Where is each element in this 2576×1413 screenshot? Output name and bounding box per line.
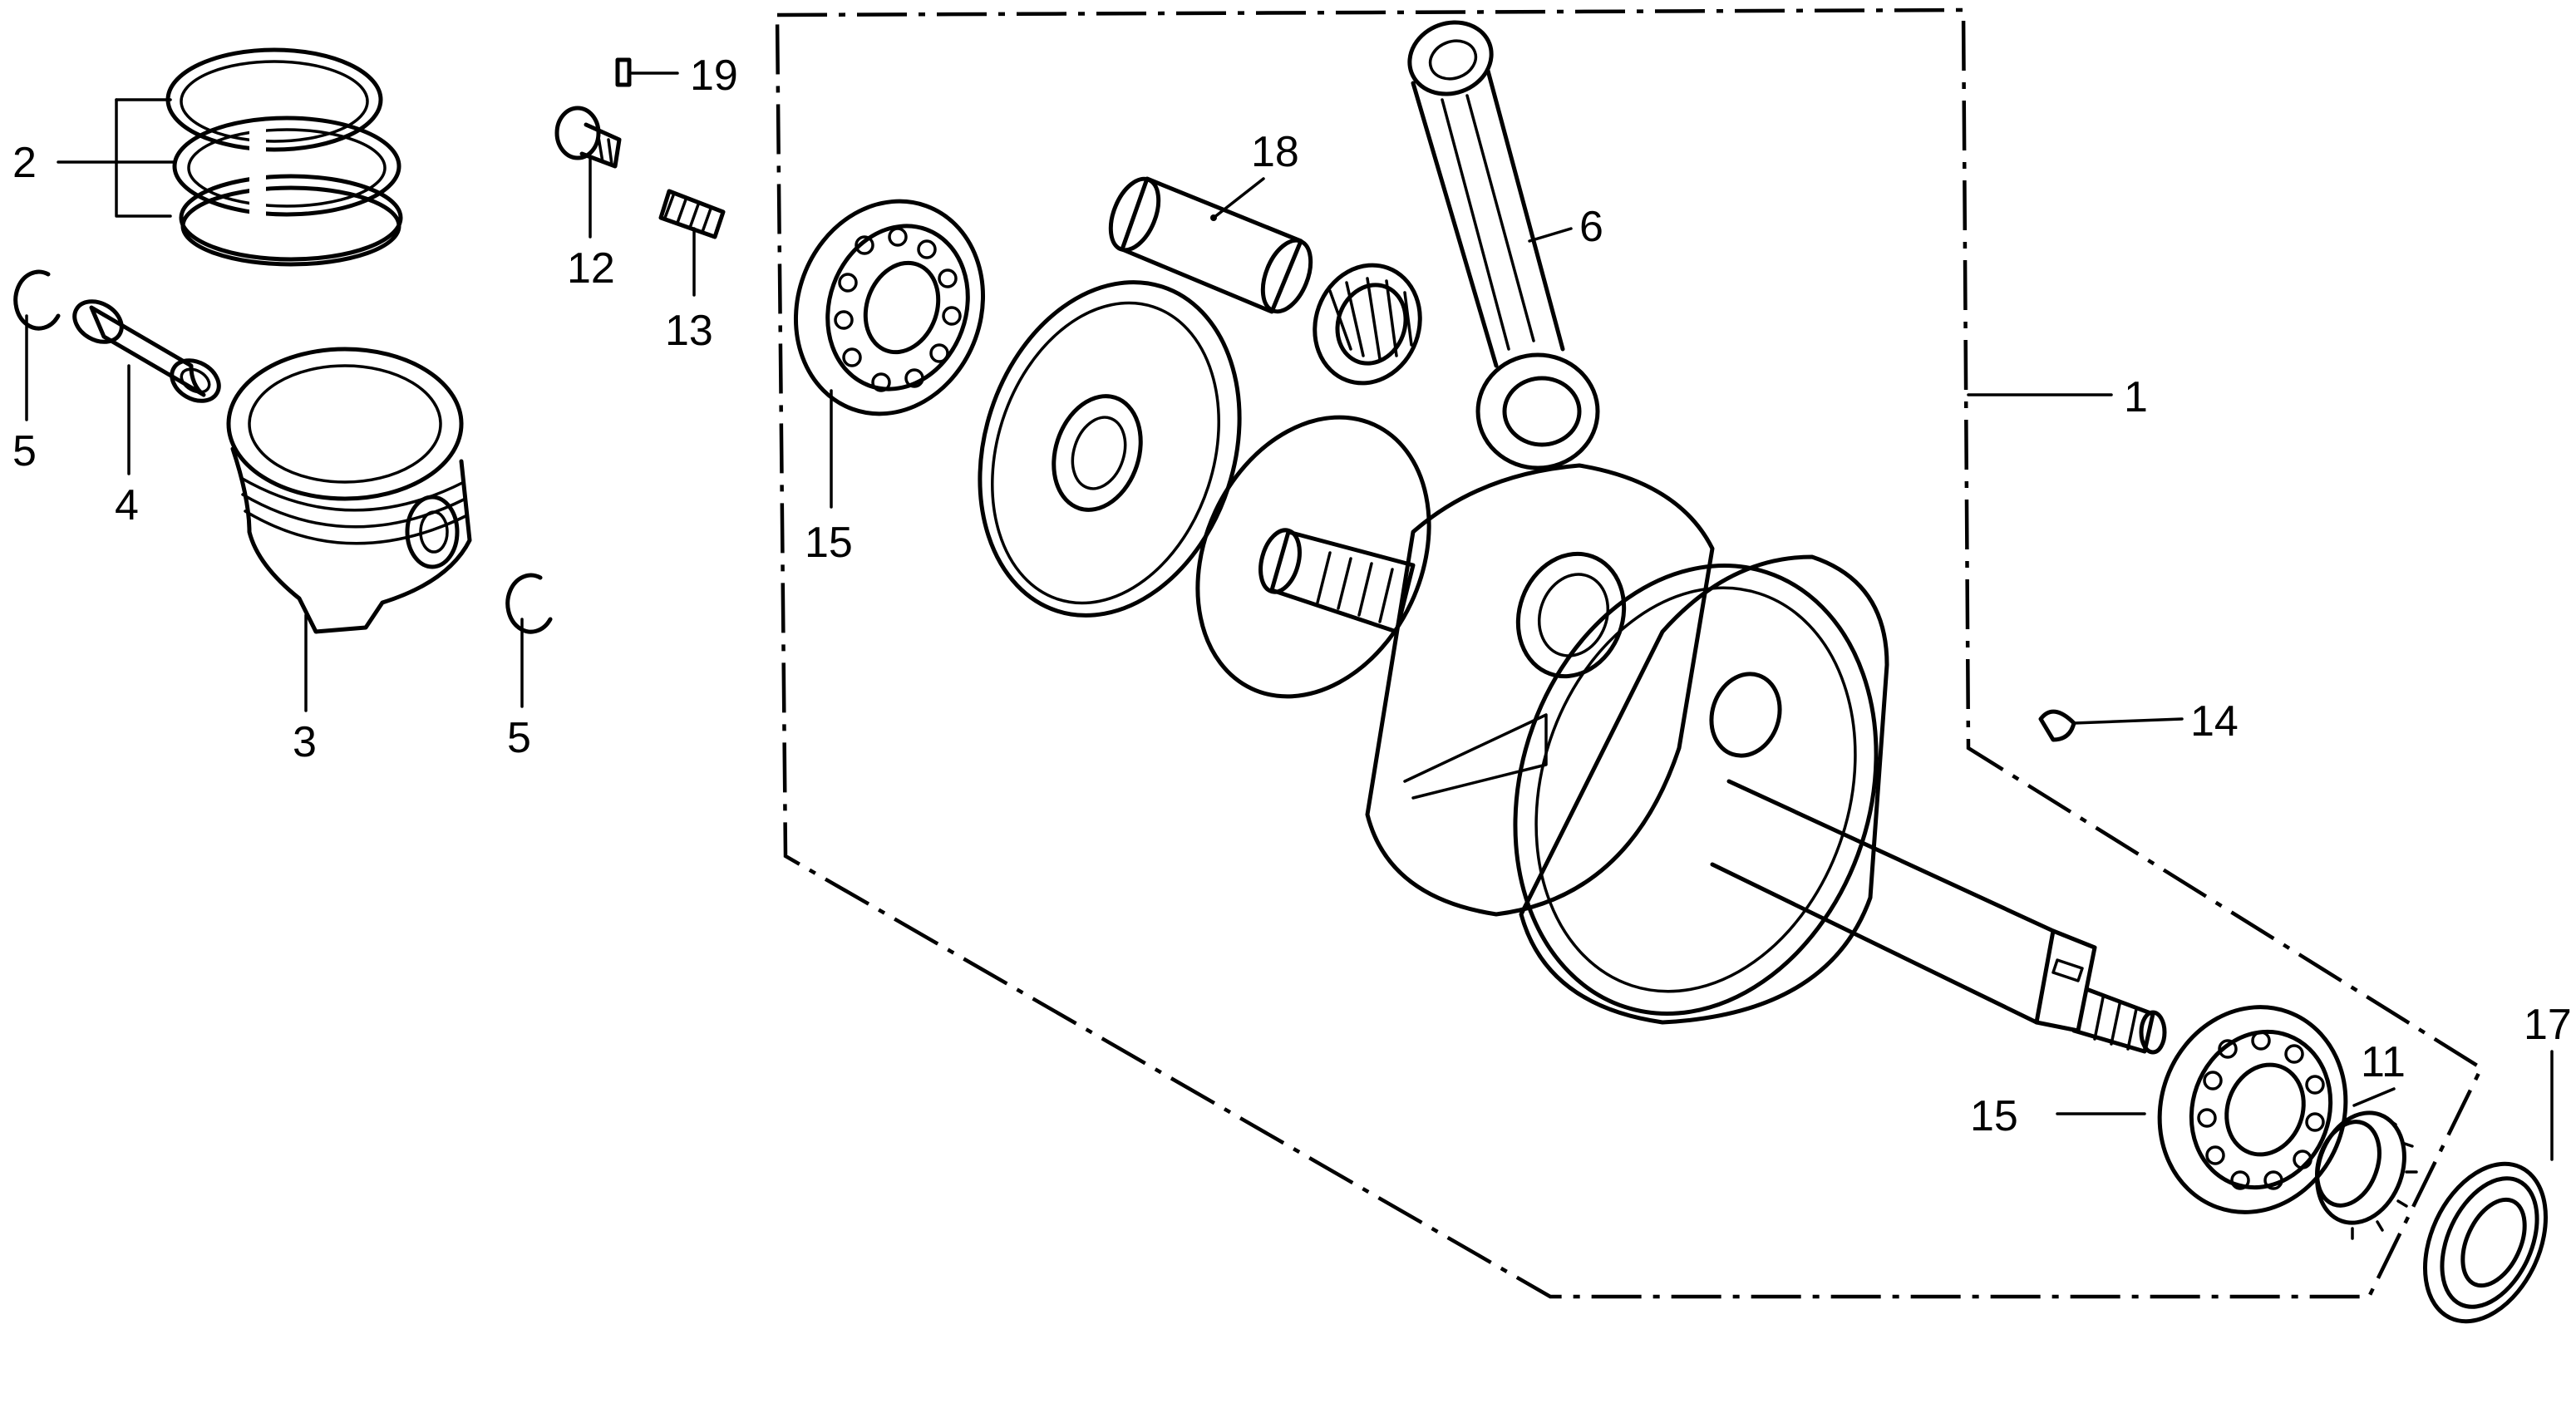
label-11: 11 bbox=[2361, 1038, 2406, 1086]
connecting-rod bbox=[1407, 20, 1600, 470]
needle-bearing bbox=[1313, 263, 1422, 386]
part-labels: 1 2 3 4 5 5 6 11 12 13 14 15 15 17 18 19 bbox=[12, 52, 2572, 1140]
label-6: 6 bbox=[1579, 203, 1603, 251]
label-15-left: 15 bbox=[805, 519, 853, 567]
woodruff-key bbox=[2038, 709, 2076, 742]
label-5-right: 5 bbox=[507, 714, 531, 762]
crank-web-plate bbox=[978, 280, 1242, 618]
label-18: 18 bbox=[1251, 128, 1299, 176]
crankshaft-assembly-boundary bbox=[775, 7, 2484, 1299]
label-3: 3 bbox=[293, 718, 317, 766]
piston-pin bbox=[72, 299, 221, 403]
label-13: 13 bbox=[665, 307, 713, 355]
label-12: 12 bbox=[567, 244, 615, 293]
crankshaft bbox=[1258, 463, 2167, 1055]
label-2: 2 bbox=[12, 139, 37, 187]
crank-pin bbox=[1108, 176, 1313, 314]
main-bearing-right bbox=[2157, 1005, 2348, 1214]
sprocket-nut bbox=[2315, 1110, 2418, 1240]
o-ring bbox=[1195, 415, 1431, 699]
label-17: 17 bbox=[2524, 1001, 2572, 1049]
piston-rings bbox=[165, 47, 403, 267]
main-bearing-left bbox=[793, 199, 986, 416]
label-19: 19 bbox=[690, 52, 738, 100]
piston-pin-clips bbox=[13, 269, 553, 634]
oil-seal bbox=[2422, 1161, 2549, 1324]
label-5-left: 5 bbox=[12, 427, 37, 475]
leader-lines bbox=[25, 71, 2554, 1161]
piston bbox=[226, 347, 472, 634]
label-1: 1 bbox=[2124, 373, 2148, 421]
small-parts-upper bbox=[554, 57, 726, 239]
label-4: 4 bbox=[115, 481, 139, 529]
label-14: 14 bbox=[2190, 697, 2239, 746]
label-15-right: 15 bbox=[1970, 1092, 2018, 1140]
